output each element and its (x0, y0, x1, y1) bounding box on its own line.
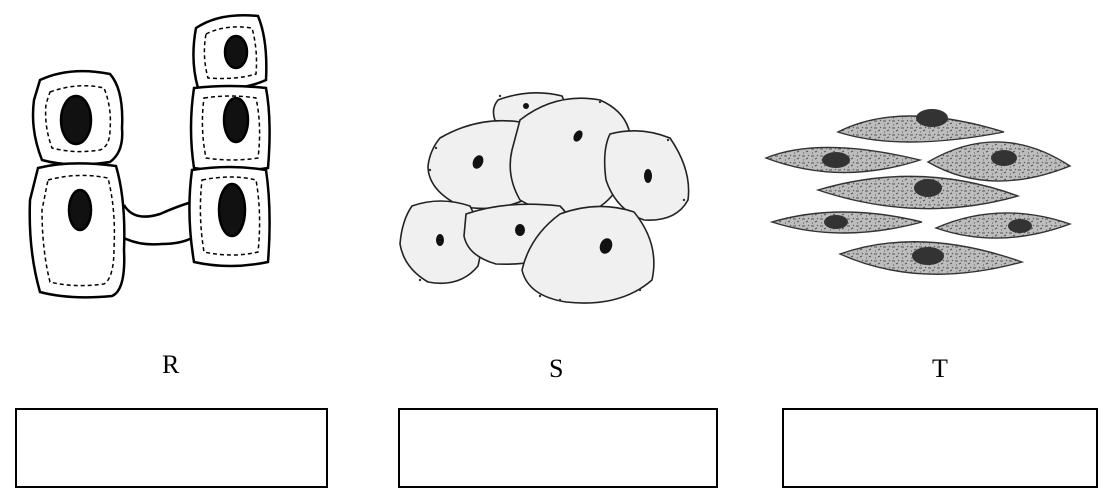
answer-box-s[interactable] (398, 408, 718, 488)
label-t: T (932, 356, 948, 382)
label-r: R (162, 352, 179, 378)
figure-s-cells (400, 93, 689, 303)
answer-box-r[interactable] (15, 408, 328, 488)
figure-r-cells (30, 15, 270, 297)
label-s: S (549, 356, 563, 382)
figure-t-cells (766, 109, 1070, 274)
answer-box-t[interactable] (782, 408, 1098, 488)
